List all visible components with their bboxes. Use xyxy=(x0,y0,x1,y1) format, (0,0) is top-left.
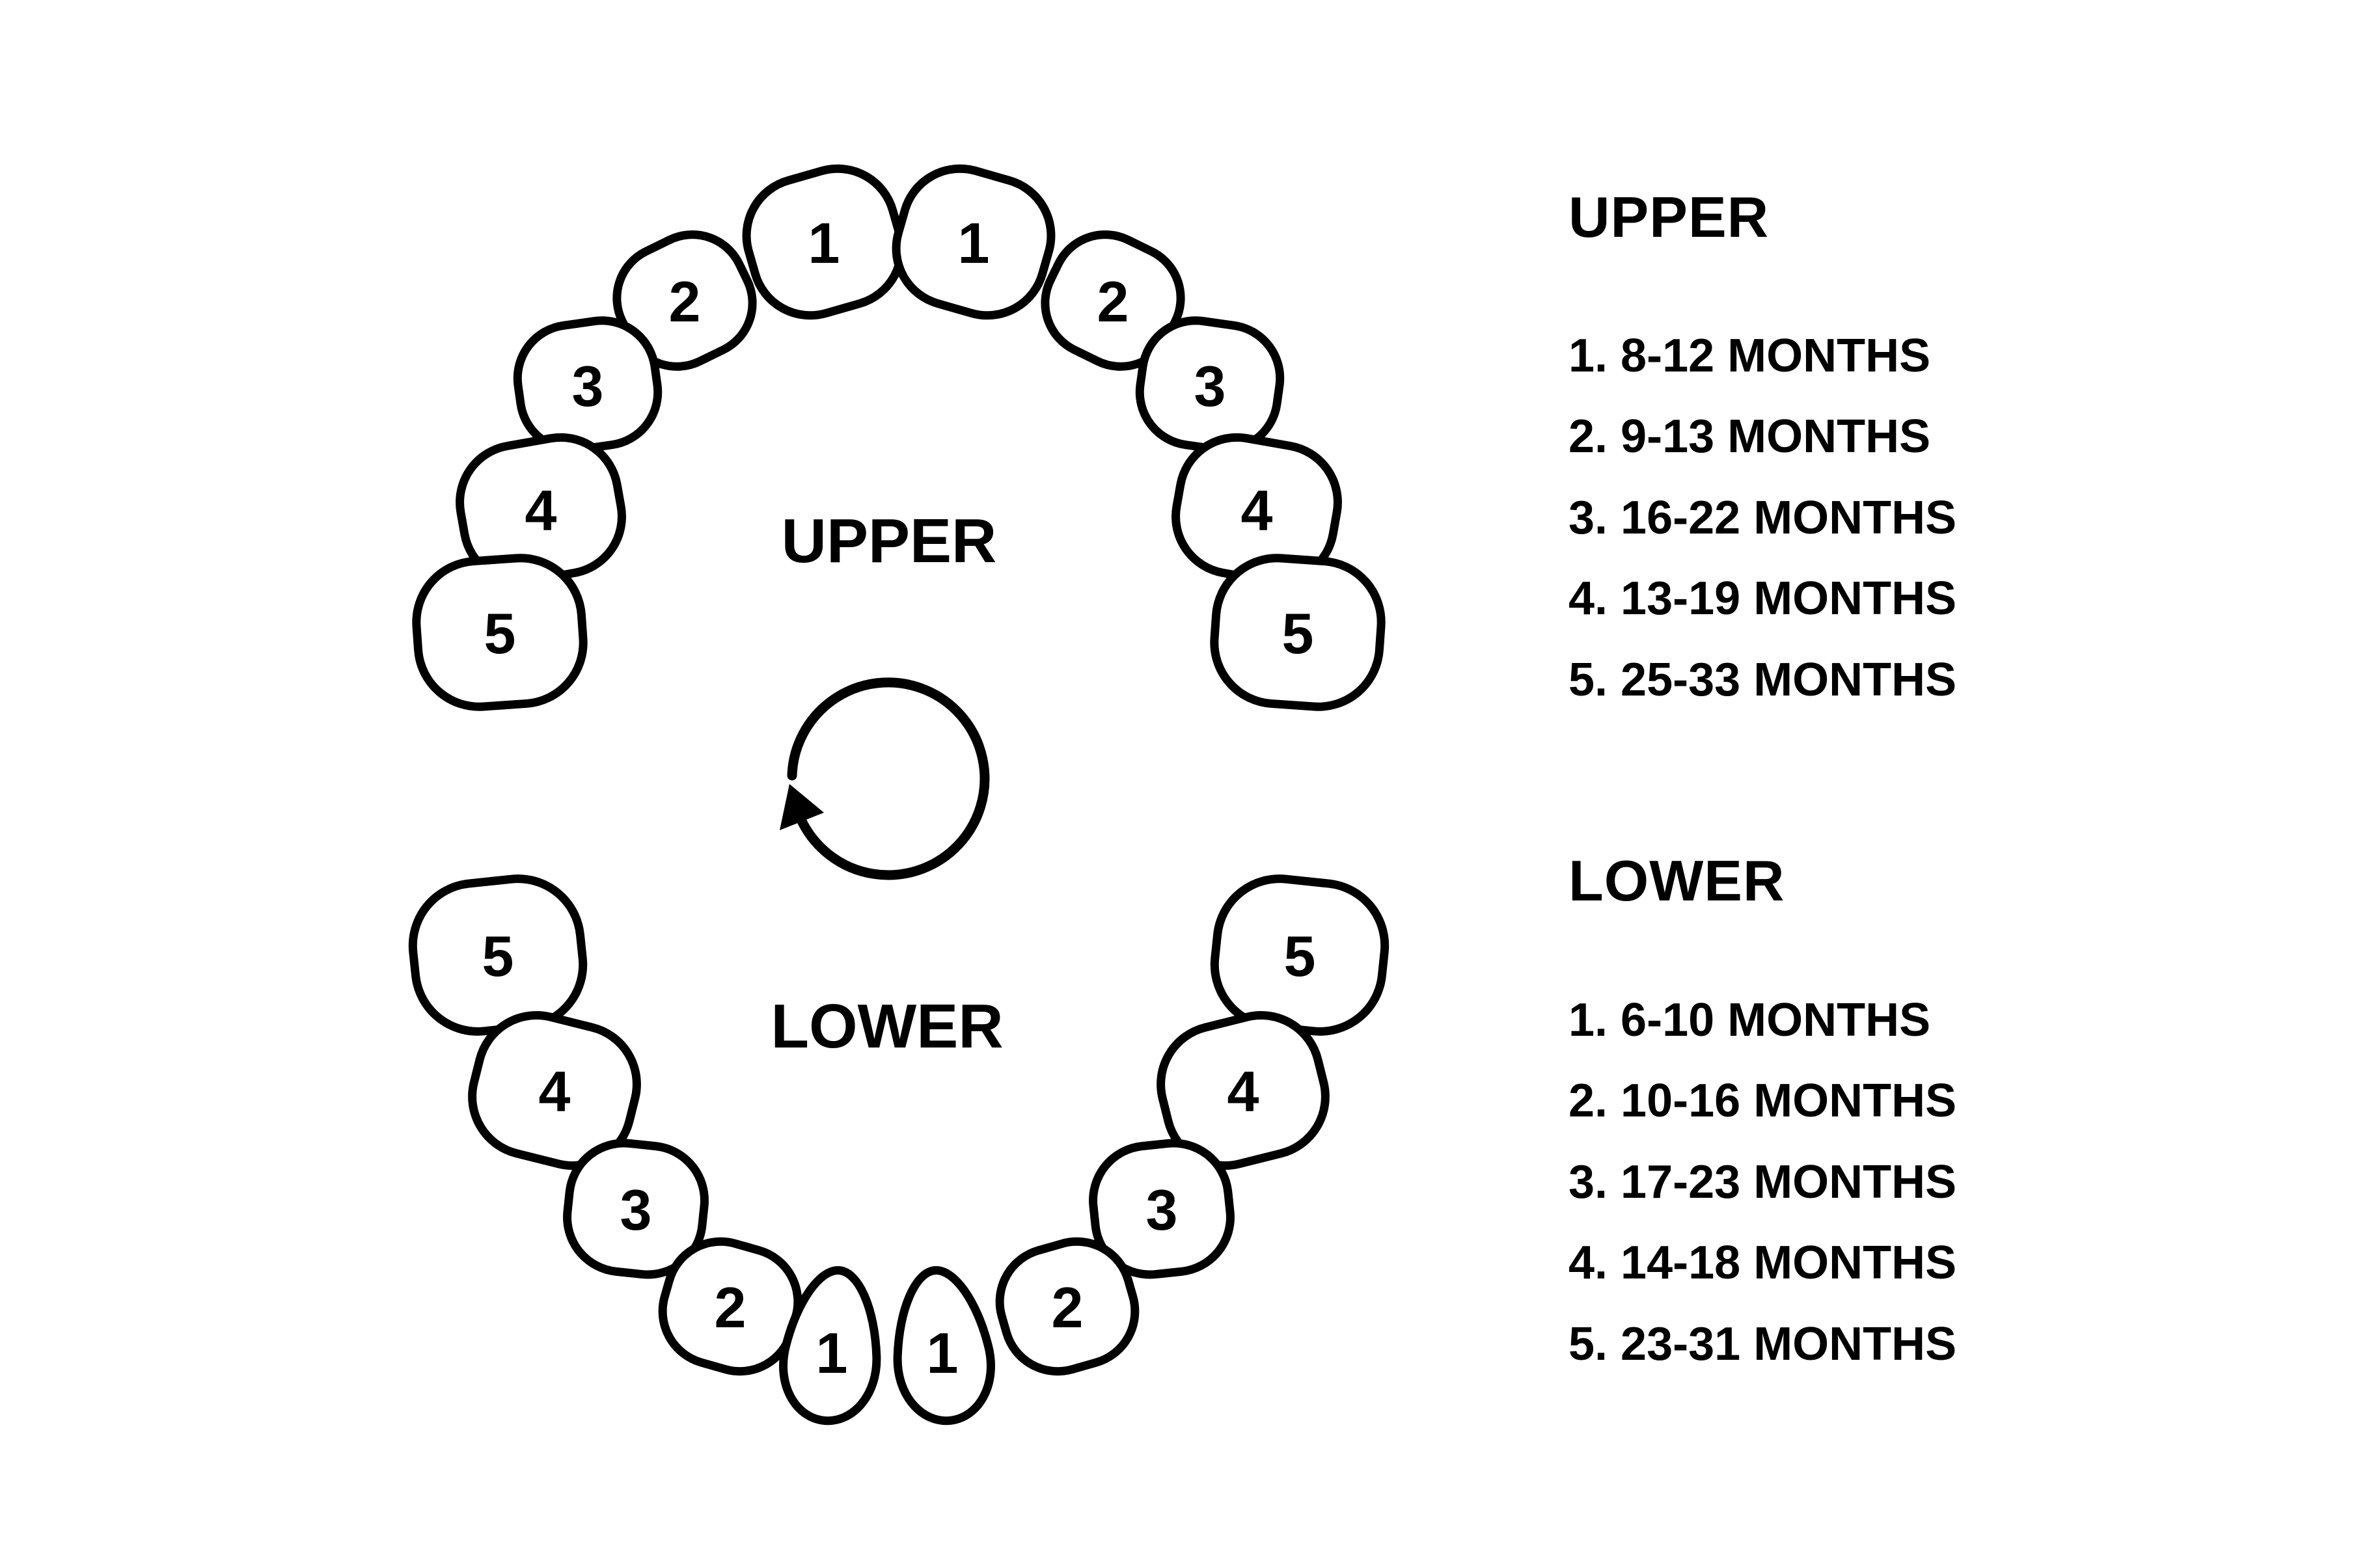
tooth-number: 4 xyxy=(539,1059,571,1124)
tooth-number: 1 xyxy=(816,1321,848,1385)
upper-arch-label: UPPER xyxy=(782,506,997,576)
tooth-number: 2 xyxy=(715,1275,746,1340)
tooth-number: 4 xyxy=(1227,1059,1259,1124)
tooth-shape xyxy=(1210,554,1386,711)
tooth-upper-right-1: 1 xyxy=(892,164,1056,320)
rotation-arc xyxy=(787,677,990,880)
tooth-number: 2 xyxy=(669,269,701,334)
legend-lower-item-5: 5. 23-31 MONTHS xyxy=(1568,1318,1957,1370)
tooth-number: 5 xyxy=(482,924,514,988)
tooth-shape xyxy=(779,1266,881,1426)
tooth-upper-left-1: 1 xyxy=(742,164,906,320)
legend-upper-item-2: 2. 9-13 MONTHS xyxy=(1568,411,1931,463)
tooth-number: 2 xyxy=(1097,269,1129,334)
tooth-upper-right-5: 5 xyxy=(1210,554,1386,711)
legend-lower-item-2: 2. 10-16 MONTHS xyxy=(1568,1075,1957,1127)
tooth-number: 1 xyxy=(808,211,840,275)
tooth-lower-left-1: 1 xyxy=(779,1266,881,1426)
legend-lower-item-1: 1. 6-10 MONTHS xyxy=(1568,994,1931,1046)
upper-arch: 1 1 2 2 3 3 xyxy=(412,164,1386,711)
legend-upper-title: UPPER xyxy=(1568,185,1770,249)
legend-lower-item-4: 4. 14-18 MONTHS xyxy=(1568,1237,1957,1289)
tooth-lower-right-1: 1 xyxy=(893,1266,995,1426)
tooth-shape xyxy=(893,1266,995,1426)
tooth-lower-left-5: 5 xyxy=(408,874,588,1036)
legend-upper-item-5: 5. 25-33 MONTHS xyxy=(1568,654,1957,706)
lower-arch-label: LOWER xyxy=(771,992,1003,1061)
tooth-lower-right-2: 2 xyxy=(995,1237,1140,1376)
tooth-shape xyxy=(468,1011,641,1170)
legend-lower-item-3: 3. 17-23 MONTHS xyxy=(1568,1156,1957,1208)
tooth-lower-right-4: 4 xyxy=(1157,1011,1330,1170)
legend-lower-title: LOWER xyxy=(1568,848,1785,913)
tooth-number: 3 xyxy=(620,1178,652,1242)
tooth-shape xyxy=(995,1237,1140,1376)
tooth-shape xyxy=(1089,1139,1235,1279)
tooth-number: 5 xyxy=(1284,924,1316,988)
tooth-number: 5 xyxy=(1282,601,1314,666)
tooth-shape xyxy=(412,554,588,711)
tooth-number: 5 xyxy=(484,601,516,666)
tooth-number: 1 xyxy=(958,211,990,275)
tooth-shape xyxy=(742,164,906,320)
legend-upper-item-1: 1. 8-12 MONTHS xyxy=(1568,330,1931,382)
tooth-upper-left-5: 5 xyxy=(412,554,588,711)
tooth-lower-right-3: 3 xyxy=(1089,1139,1235,1279)
legend-upper-item-3: 3. 16-22 MONTHS xyxy=(1568,492,1957,544)
lower-arch: 5 5 4 4 3 3 xyxy=(408,874,1390,1426)
tooth-number: 4 xyxy=(525,478,557,543)
rotation-arrowhead xyxy=(780,784,824,830)
legend-upper-item-4: 4. 13-19 MONTHS xyxy=(1568,573,1957,625)
rotation-arrow-icon xyxy=(780,677,990,880)
tooth-shape xyxy=(1157,1011,1330,1170)
tooth-number: 3 xyxy=(1194,354,1226,418)
tooth-number: 3 xyxy=(1146,1178,1178,1242)
tooth-number: 3 xyxy=(572,354,604,418)
tooth-lower-left-4: 4 xyxy=(468,1011,641,1170)
tooth-number: 1 xyxy=(927,1321,959,1385)
tooth-shape xyxy=(892,164,1056,320)
tooth-lower-left-3: 3 xyxy=(563,1139,709,1279)
tooth-number: 2 xyxy=(1052,1275,1084,1340)
tooth-number: 4 xyxy=(1241,478,1273,543)
tooth-shape xyxy=(563,1139,709,1279)
